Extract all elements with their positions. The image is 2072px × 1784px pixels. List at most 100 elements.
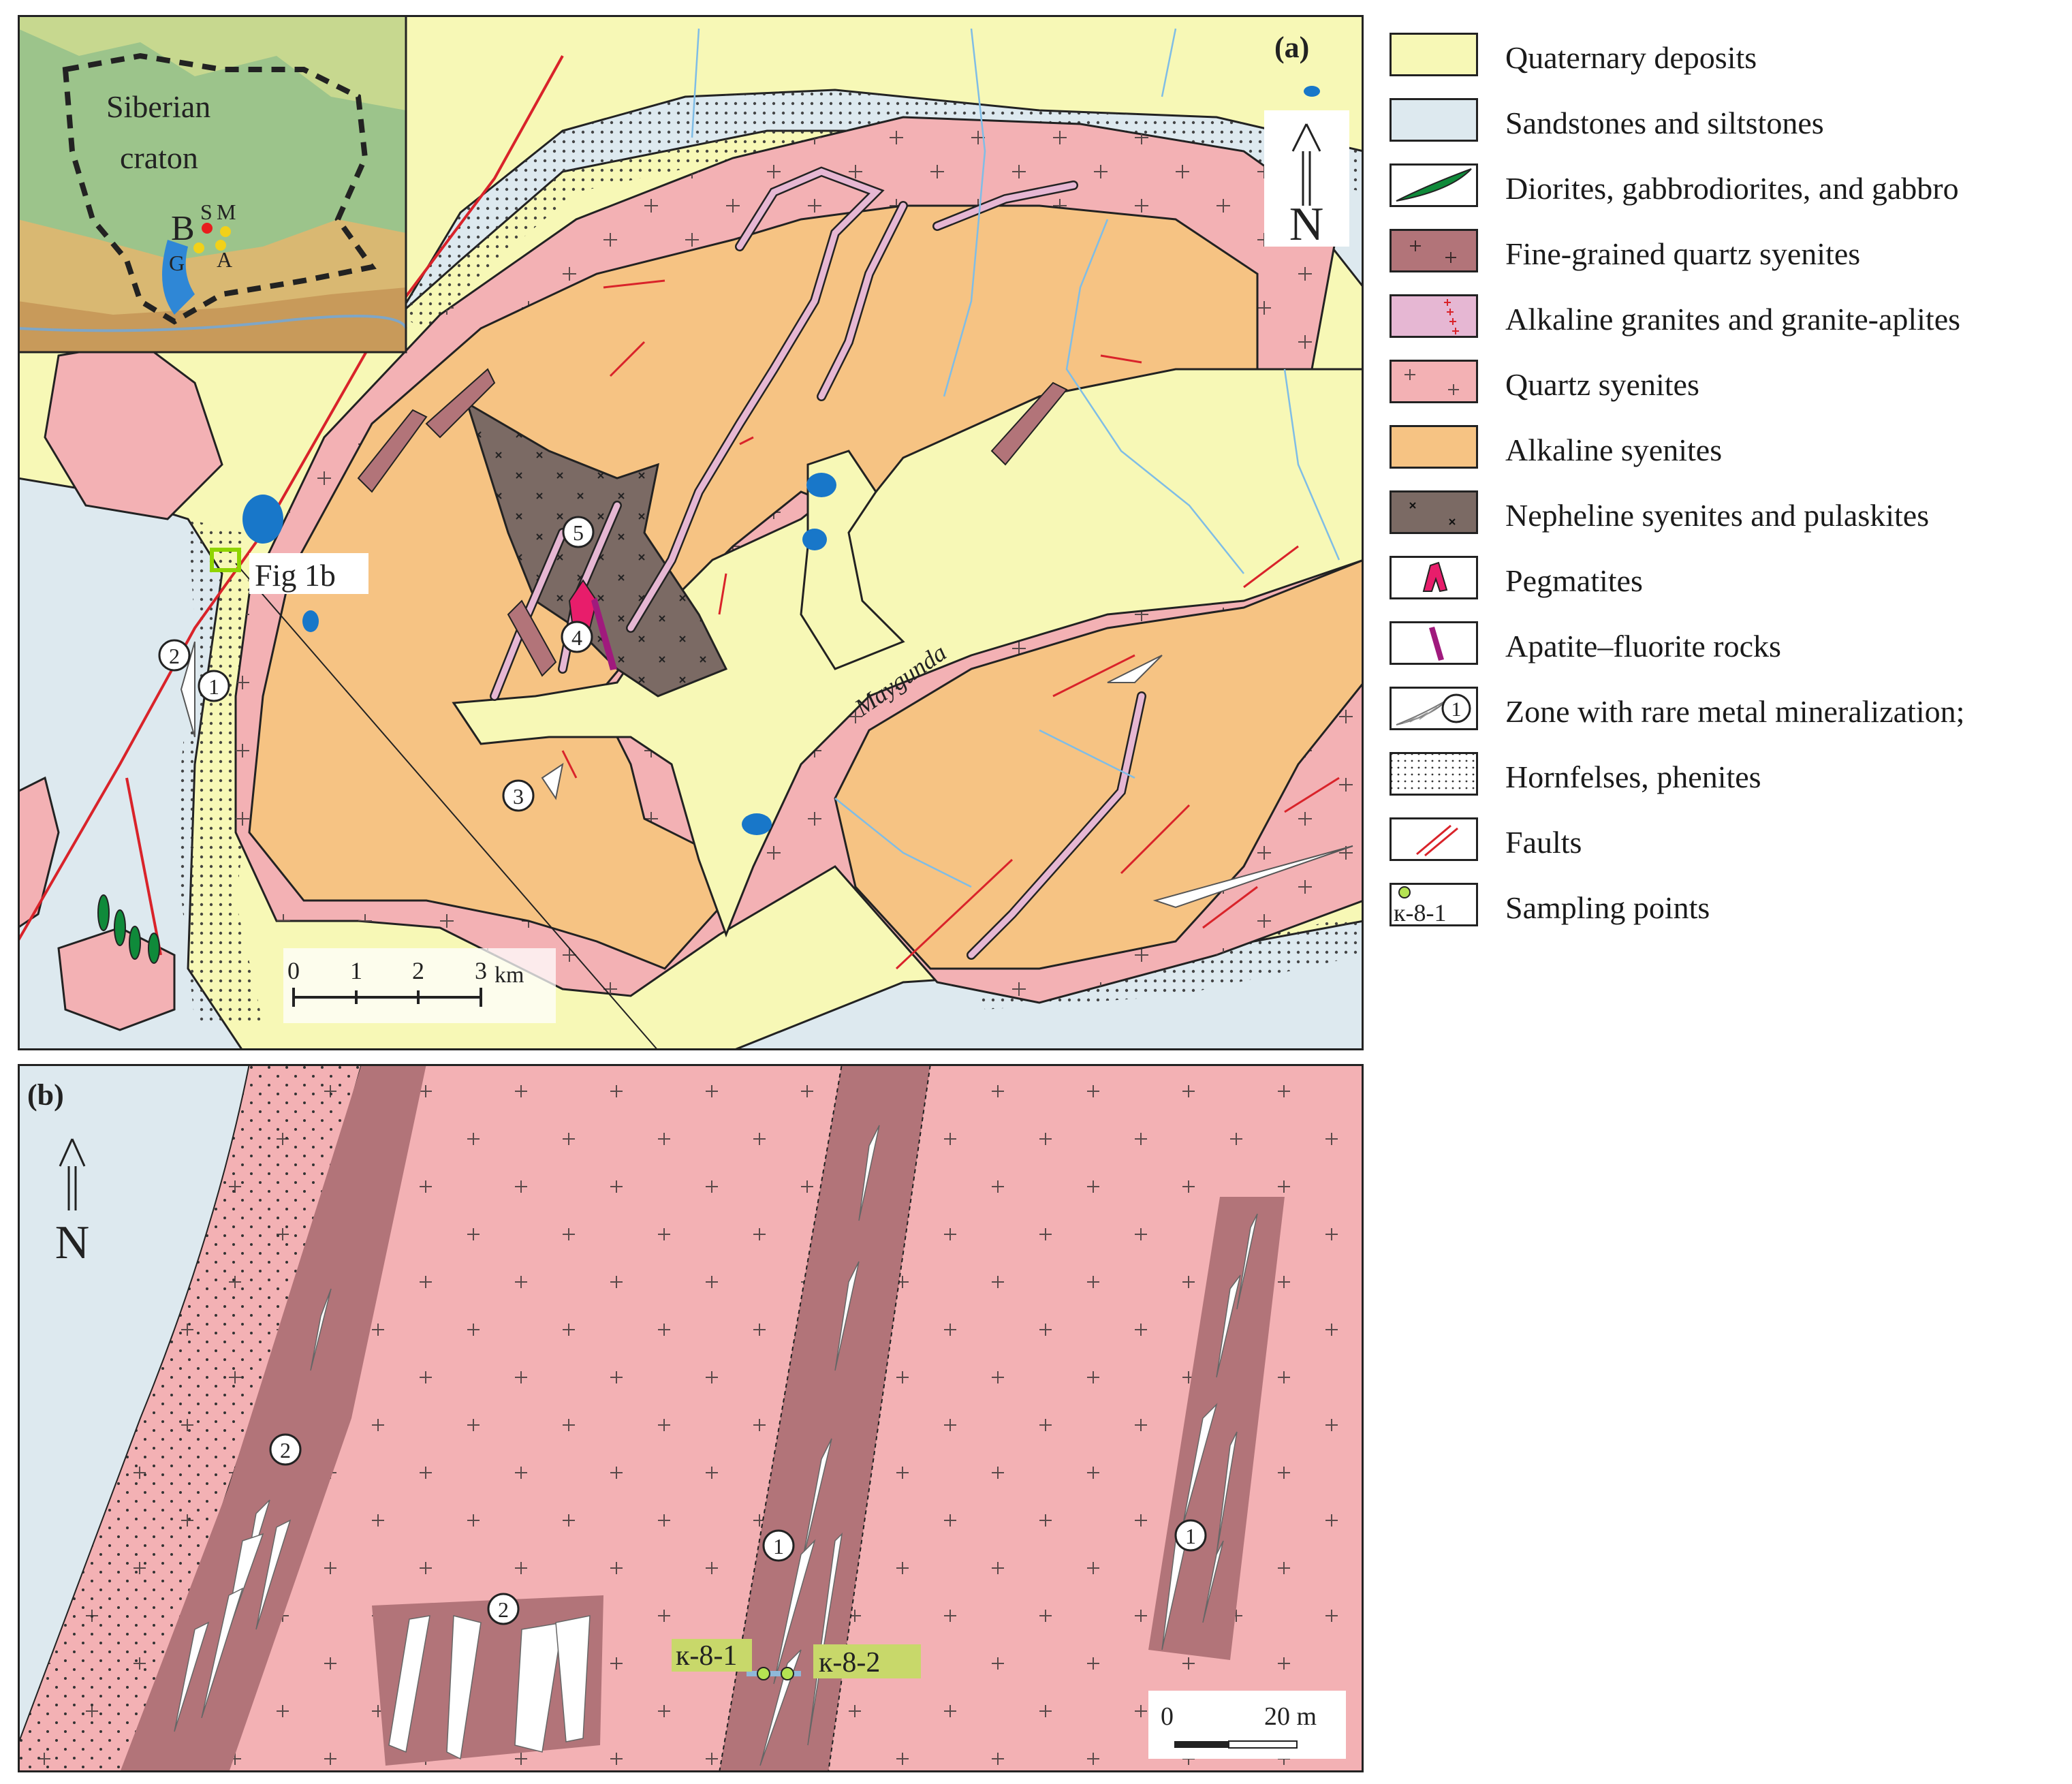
north-arrow-a-icon xyxy=(1291,123,1321,206)
north-label-b: N xyxy=(55,1217,90,1269)
zone-marker-4-text: 4 xyxy=(571,625,582,650)
alkaline-granite-swatch xyxy=(1390,294,1478,338)
fault-swatch xyxy=(1390,817,1478,861)
legend-item-sandstone: Sandstones and siltstones xyxy=(1390,93,2064,158)
sample-label-2: к-8-2 xyxy=(819,1647,880,1678)
alkaline-syenite-swatch xyxy=(1390,425,1478,469)
fine-grained-syenite-dike-west xyxy=(120,1064,426,1772)
legend-item-pegmatite: Pegmatites xyxy=(1390,550,2064,616)
legend-item-alkaline-syenite: Alkaline syenites xyxy=(1390,420,2064,485)
inset-code-a: A xyxy=(217,247,232,272)
sampling-point-swatch: к-8-1 xyxy=(1390,883,1478,926)
alkaline-syenite-southeast xyxy=(834,559,1364,970)
hornfels-belt-west xyxy=(174,519,263,1023)
panel-a-map: 0 1 2 3 km Fig 1b 1 2 3 4 5 Maygunda (a) xyxy=(18,15,1364,1050)
apatite-fluorite-body xyxy=(591,597,617,670)
north-label-a: N xyxy=(1289,198,1324,251)
zone-markers-b xyxy=(269,1433,1207,1625)
legend-item-quaternary: Quaternary deposits xyxy=(1390,27,2064,93)
inset-code-g: G xyxy=(169,251,185,275)
sandstone-area-b xyxy=(18,1064,249,1745)
legend-label: Alkaline syenites xyxy=(1505,433,1723,467)
sample-label-1-bg xyxy=(672,1639,752,1672)
scale-b-bar-white xyxy=(1228,1740,1298,1749)
scale-bar-line xyxy=(292,988,482,1007)
legend-label: Diorites, gabbrodiorites, and gabbro xyxy=(1505,171,1959,206)
legend-item-hornfels: Hornfelses, phenites xyxy=(1390,747,2064,812)
legend-item-nepheline-syenite: Nepheline syenites and pulaskites xyxy=(1390,485,2064,550)
fig1b-label: Fig 1b xyxy=(255,558,336,593)
legend-item-alkaline-granite: Alkaline granites and granite-aplites xyxy=(1390,289,2064,354)
inset-code-b: B xyxy=(171,209,195,248)
diorite-bodies xyxy=(97,894,160,964)
mineralization-zone-swatch: 1 xyxy=(1390,687,1478,730)
legend-item-fault: Faults xyxy=(1390,812,2064,877)
panel-a-label: (a) xyxy=(1274,31,1309,64)
legend-label: Hornfelses, phenites xyxy=(1505,760,1761,794)
zone-markers-a xyxy=(158,516,595,812)
fig1b-label-bg xyxy=(249,553,368,594)
streams xyxy=(691,28,1340,888)
zone-marker-b-1a-text: 1 xyxy=(773,1534,784,1559)
legend-item-mineralization-zone: 1 Zone with rare metal mineralization; xyxy=(1390,681,2064,747)
legend-label: Alkaline granites and granite-aplites xyxy=(1505,302,1961,337)
zone-marker-3-text: 3 xyxy=(513,784,524,809)
zone-marker-1-text: 1 xyxy=(208,674,219,699)
scale-tick-3: 3 xyxy=(475,957,487,984)
sample-label-1: к-8-1 xyxy=(676,1640,737,1672)
map-legend: Quaternary deposits Sandstones and silts… xyxy=(1390,27,2064,943)
legend-item-diorite: Diorites, gabbrodiorites, and gabbro xyxy=(1390,158,2064,223)
zone-marker-b-2a-text: 2 xyxy=(280,1438,291,1462)
scale-tick-1: 1 xyxy=(350,957,362,984)
sampling-point-1 xyxy=(757,1667,770,1680)
zone-marker-b-1b-text: 1 xyxy=(1185,1524,1196,1548)
quartz-syenite-swatch xyxy=(1390,360,1478,403)
legend-label: Quartz syenites xyxy=(1505,367,1699,402)
north-arrow-a-bg xyxy=(1264,110,1349,247)
quaternary-swatch xyxy=(1390,33,1478,76)
scale-b-bar-black xyxy=(1174,1741,1229,1748)
mineralization-lenses xyxy=(174,1125,1258,1766)
scale-unit-km: km xyxy=(495,963,524,988)
fine-grained-syenite-dikes xyxy=(357,368,1068,677)
apatite-fluorite-swatch xyxy=(1390,621,1478,665)
scale-tick-2: 2 xyxy=(412,957,424,984)
alkaline-syenite-main xyxy=(248,204,1259,970)
zone-marker-2-text: 2 xyxy=(169,644,180,668)
legend-label: Apatite–fluorite rocks xyxy=(1505,629,1781,663)
legend-label: Fine-grained quartz syenites xyxy=(1505,236,1861,271)
scale-bar-background xyxy=(283,948,556,1023)
scale-b-tick-1: 20 m xyxy=(1264,1702,1317,1731)
hornfels-belt-north xyxy=(399,90,1364,335)
fine-grained-syenite-swatch xyxy=(1390,229,1478,272)
inset-code-s: S xyxy=(200,200,213,224)
sampling-point-2 xyxy=(781,1667,794,1680)
pegmatite-cross-lines xyxy=(561,279,1340,970)
diorite-swatch xyxy=(1390,163,1478,207)
svg-text:1: 1 xyxy=(1451,698,1462,721)
quaternary-river-valley xyxy=(452,368,1364,938)
panel-a-frame xyxy=(18,15,1364,1050)
panel-b-label: (b) xyxy=(27,1078,64,1112)
legend-label: Zone with rare metal mineralization; xyxy=(1505,694,1965,729)
fine-grained-syenite-dike-central xyxy=(718,1064,932,1772)
quaternary-river-valley-branch xyxy=(800,450,905,670)
inset-label-line2: craton xyxy=(120,140,198,175)
inset-label-line1: Siberian xyxy=(106,89,210,124)
inset-map xyxy=(18,15,407,354)
north-arrow-b-icon xyxy=(59,1138,86,1210)
legend-item-sampling-point: к-8-1 Sampling points xyxy=(1390,877,2064,943)
sandstone-swatch xyxy=(1390,98,1478,142)
sampling-point-code: к-8-1 xyxy=(1394,899,1446,926)
scale-tick-0: 0 xyxy=(287,957,300,984)
legend-label: Quaternary deposits xyxy=(1505,40,1757,75)
legend-label: Sandstones and siltstones xyxy=(1505,106,1824,140)
sample-label-2-bg xyxy=(813,1644,921,1678)
nepheline-syenite-swatch xyxy=(1390,490,1478,534)
lakes xyxy=(242,86,1320,835)
fig1b-leader-line xyxy=(235,563,659,1050)
legend-label: Sampling points xyxy=(1505,890,1710,925)
legend-label: Nepheline syenites and pulaskites xyxy=(1505,498,1930,533)
legend-item-quartz-syenite: Quartz syenites xyxy=(1390,354,2064,420)
